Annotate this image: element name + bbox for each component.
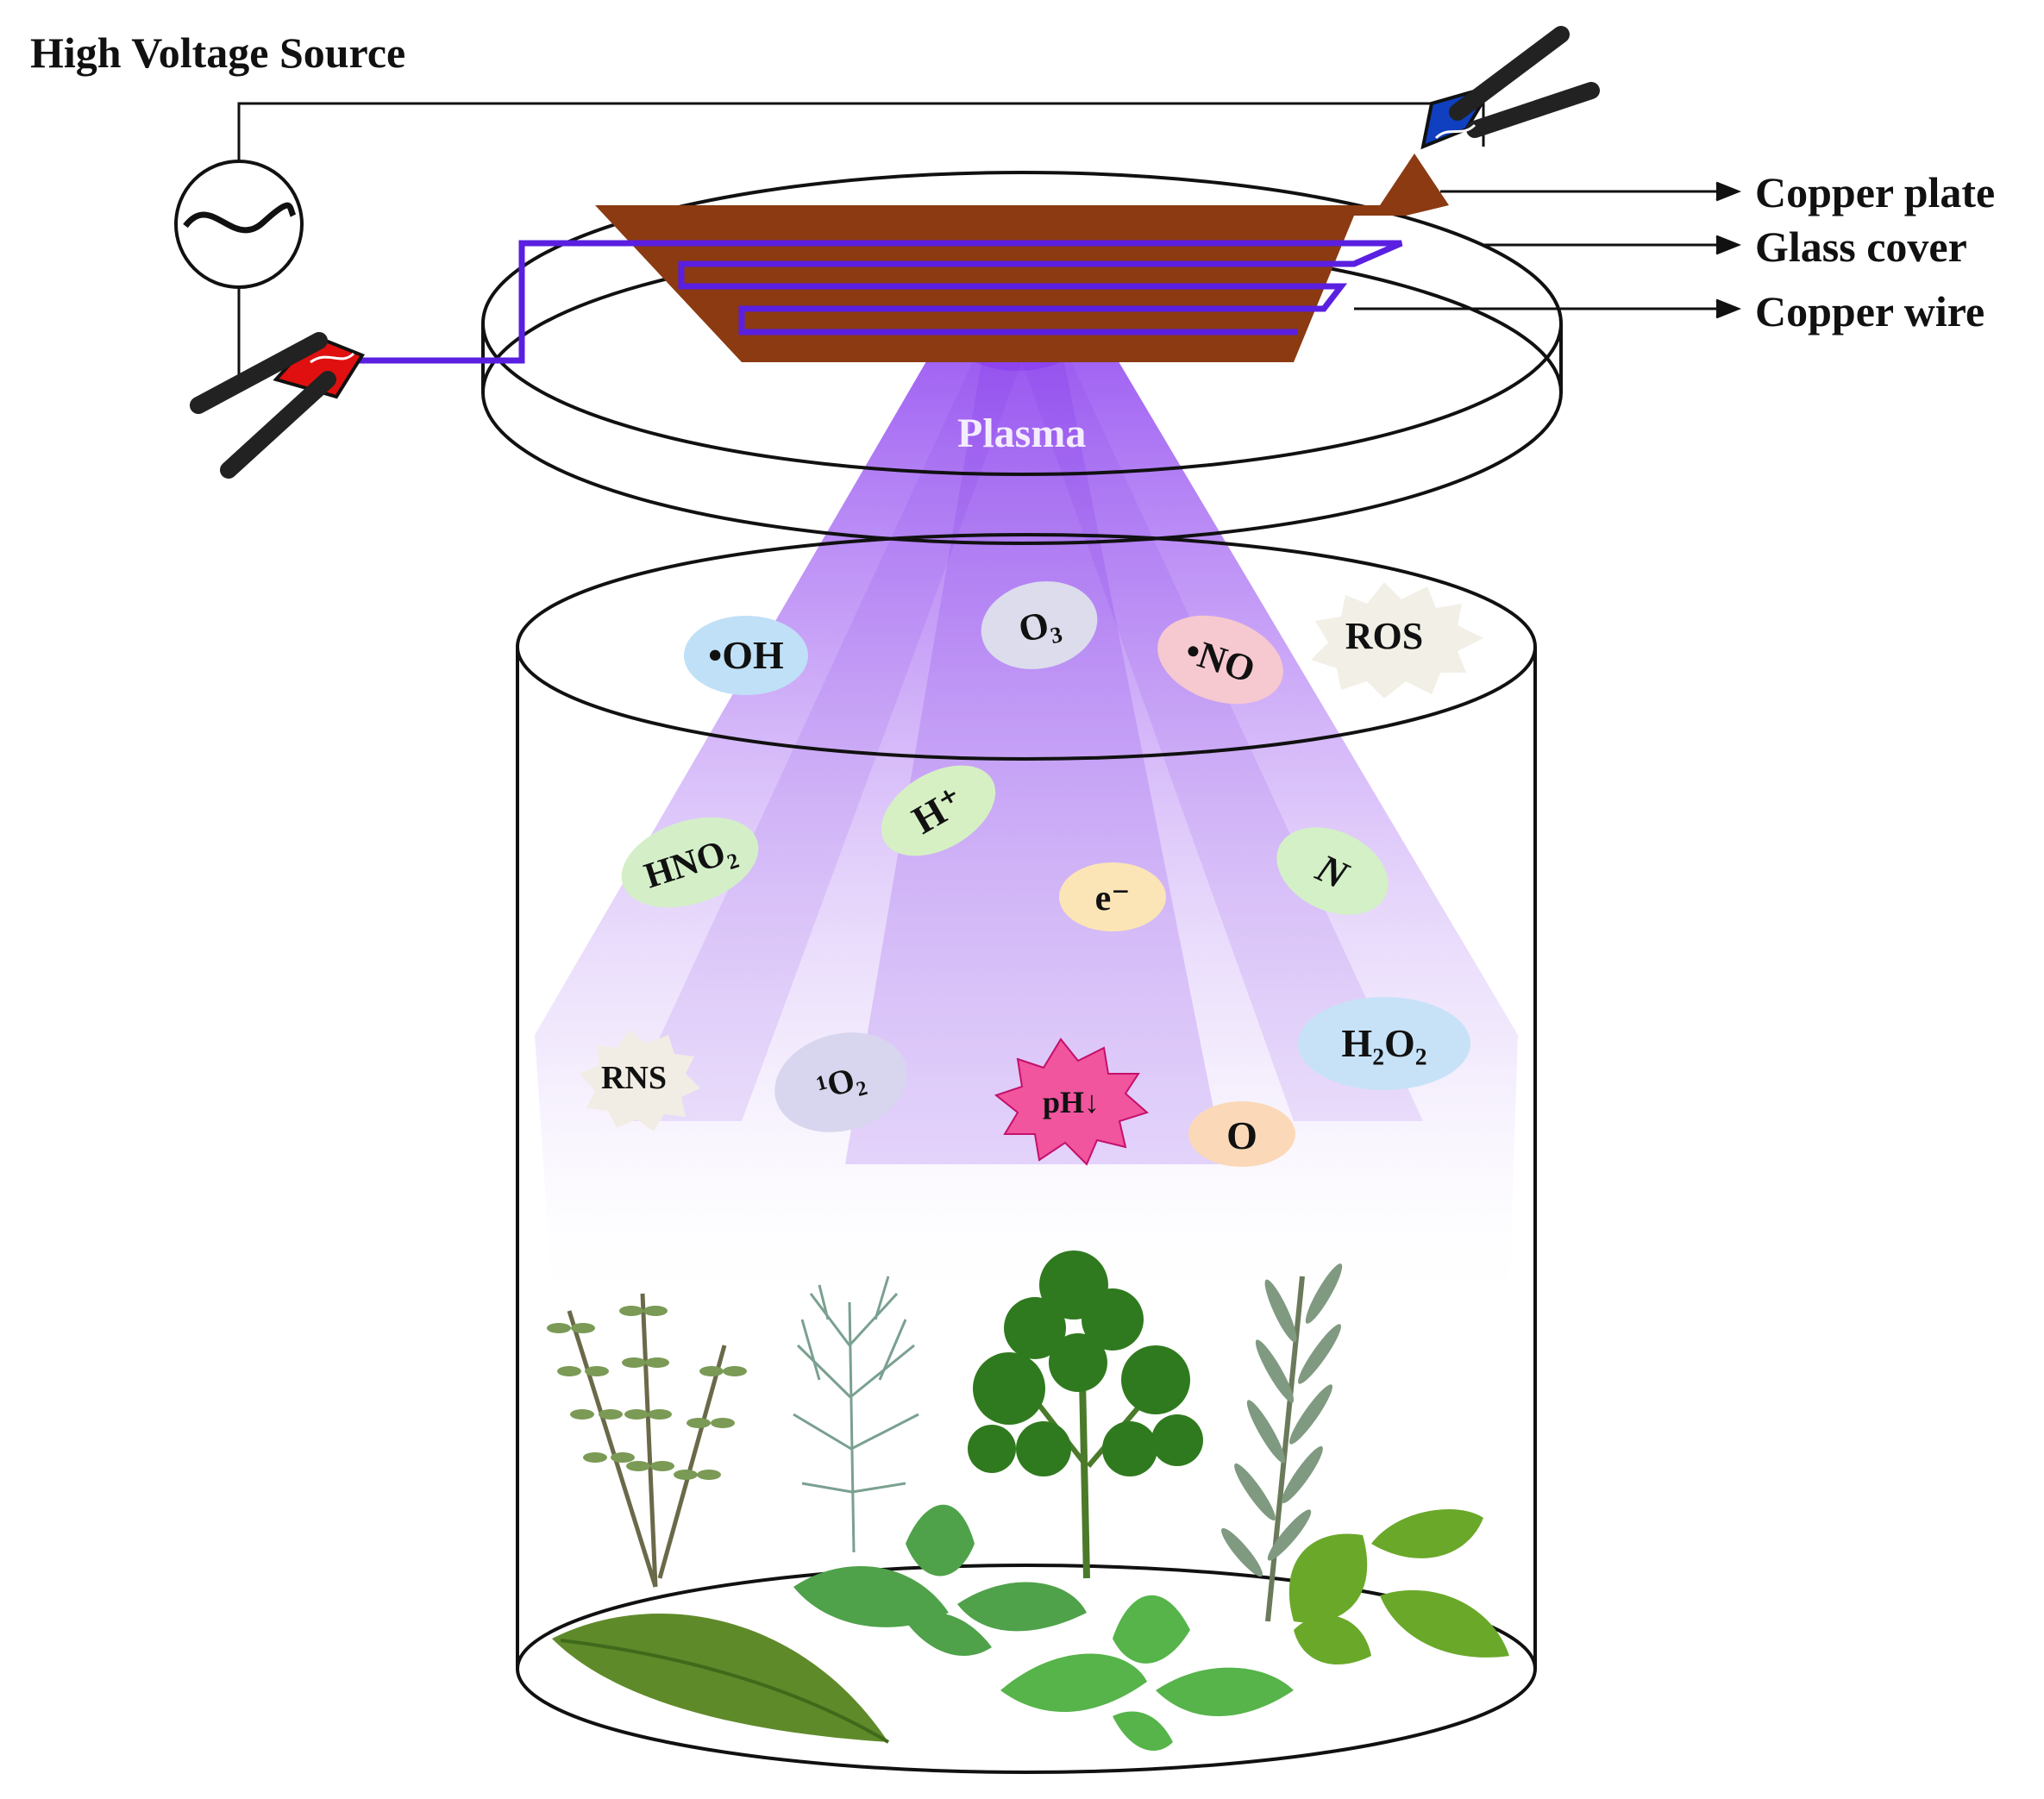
- glass-cover-label: Glass cover: [1755, 223, 1967, 271]
- species-rns: RNS: [580, 1031, 700, 1131]
- species-n: N: [1276, 827, 1389, 915]
- parsley-icon: [968, 1251, 1203, 1579]
- diagram-title: High Voltage Source: [30, 28, 405, 77]
- species-o3: O₃: [981, 581, 1098, 669]
- mint-sprig-icon: [1000, 1595, 1294, 1751]
- species-oh: •OH: [684, 616, 808, 695]
- ac-source-icon: [174, 160, 304, 289]
- species-label: •OH: [708, 633, 784, 677]
- plasma-label: Plasma: [957, 411, 1086, 456]
- species-label: H₂O₂: [1341, 1021, 1426, 1065]
- copper-plate-label: Copper plate: [1755, 168, 1995, 216]
- species-eminus: e⁻: [1059, 862, 1166, 931]
- species-hplus: H⁺: [881, 765, 996, 856]
- basil-icon: [1288, 1509, 1509, 1664]
- species-no: •NO: [1157, 615, 1283, 705]
- copper-wire: [349, 240, 1403, 364]
- dill-icon: [793, 1276, 919, 1553]
- species-label: ROS: [1345, 615, 1423, 657]
- species-label: e⁻: [1095, 879, 1131, 918]
- species-label: O₃: [1015, 601, 1064, 651]
- red-clamp-icon: [190, 332, 365, 479]
- species-o: O: [1188, 1101, 1295, 1167]
- bay-leaf-icon: [552, 1614, 890, 1744]
- herbs: [547, 1251, 1509, 1751]
- thyme-icon: [547, 1293, 747, 1588]
- blue-clamp-icon: [1420, 26, 1600, 150]
- species-label: O: [1226, 1113, 1257, 1157]
- species-ph: pH↓: [994, 1037, 1149, 1166]
- mint-icon: [793, 1504, 1087, 1656]
- copper-wire-label: Copper wire: [1755, 287, 1984, 335]
- species-label: pH↓: [1043, 1085, 1100, 1119]
- species-h2o2: H₂O₂: [1298, 997, 1470, 1090]
- plasma-beam: [535, 267, 1518, 1294]
- species-hno2: HNO₂: [621, 817, 759, 908]
- label-arrows: [1354, 181, 1742, 319]
- rosemary-icon: [1221, 1263, 1343, 1622]
- species-singlet-o2: ¹O₂: [774, 1032, 907, 1132]
- species-label: RNS: [601, 1060, 667, 1096]
- reactive-species: •OH O₃ •NO ROS H⁺ HNO₂ e⁻ N: [580, 581, 1483, 1167]
- species-ros: ROS: [1311, 582, 1483, 699]
